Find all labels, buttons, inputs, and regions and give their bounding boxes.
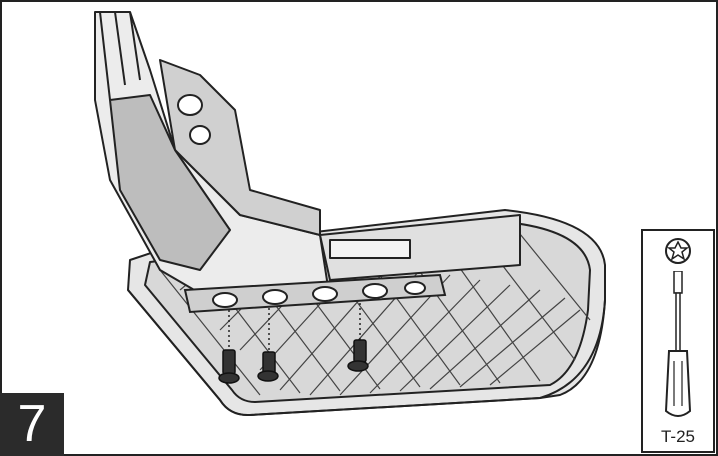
screw-3 — [347, 339, 369, 372]
tread-pattern — [159, 233, 591, 396]
torx-star-icon — [665, 238, 691, 264]
tool-size-label: T-25 — [660, 427, 696, 446]
step-number-badge: 7 — [0, 393, 64, 456]
screw-2 — [257, 351, 279, 382]
screw-1 — [218, 349, 240, 384]
mounting-rail — [183, 273, 447, 314]
torx-screwdriver-icon — [664, 271, 692, 417]
tool-panel: T-25 — [641, 229, 715, 453]
step-arm — [94, 11, 521, 306]
screw-guide-lines — [228, 303, 361, 352]
